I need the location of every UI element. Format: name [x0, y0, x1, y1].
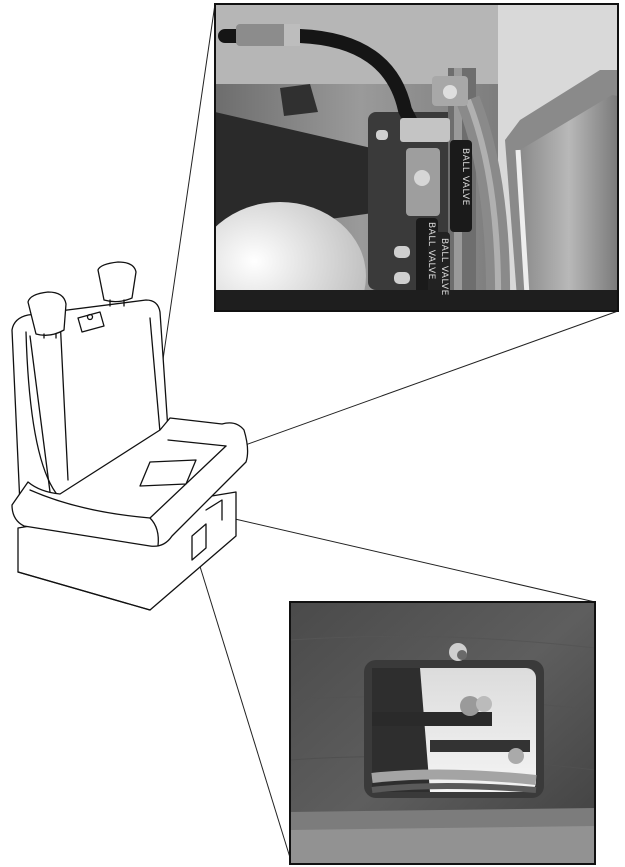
photo-ball-valves: BALL VALVE BALL VALVE BALL VALVE: [194, 4, 618, 350]
valve-label-2: BALL VALVE: [426, 222, 436, 280]
bench-seat-drawing: [12, 262, 248, 610]
headrest-right: [98, 262, 136, 302]
callout-line-bottom-left: [198, 560, 292, 864]
valve-label-3: BALL VALVE: [439, 238, 449, 296]
valve-label-1: BALL VALVE: [460, 148, 470, 206]
callout-line-top-right: [198, 311, 618, 462]
callout-line-bottom-right: [222, 516, 595, 602]
photo-access-hatch: [290, 602, 595, 864]
